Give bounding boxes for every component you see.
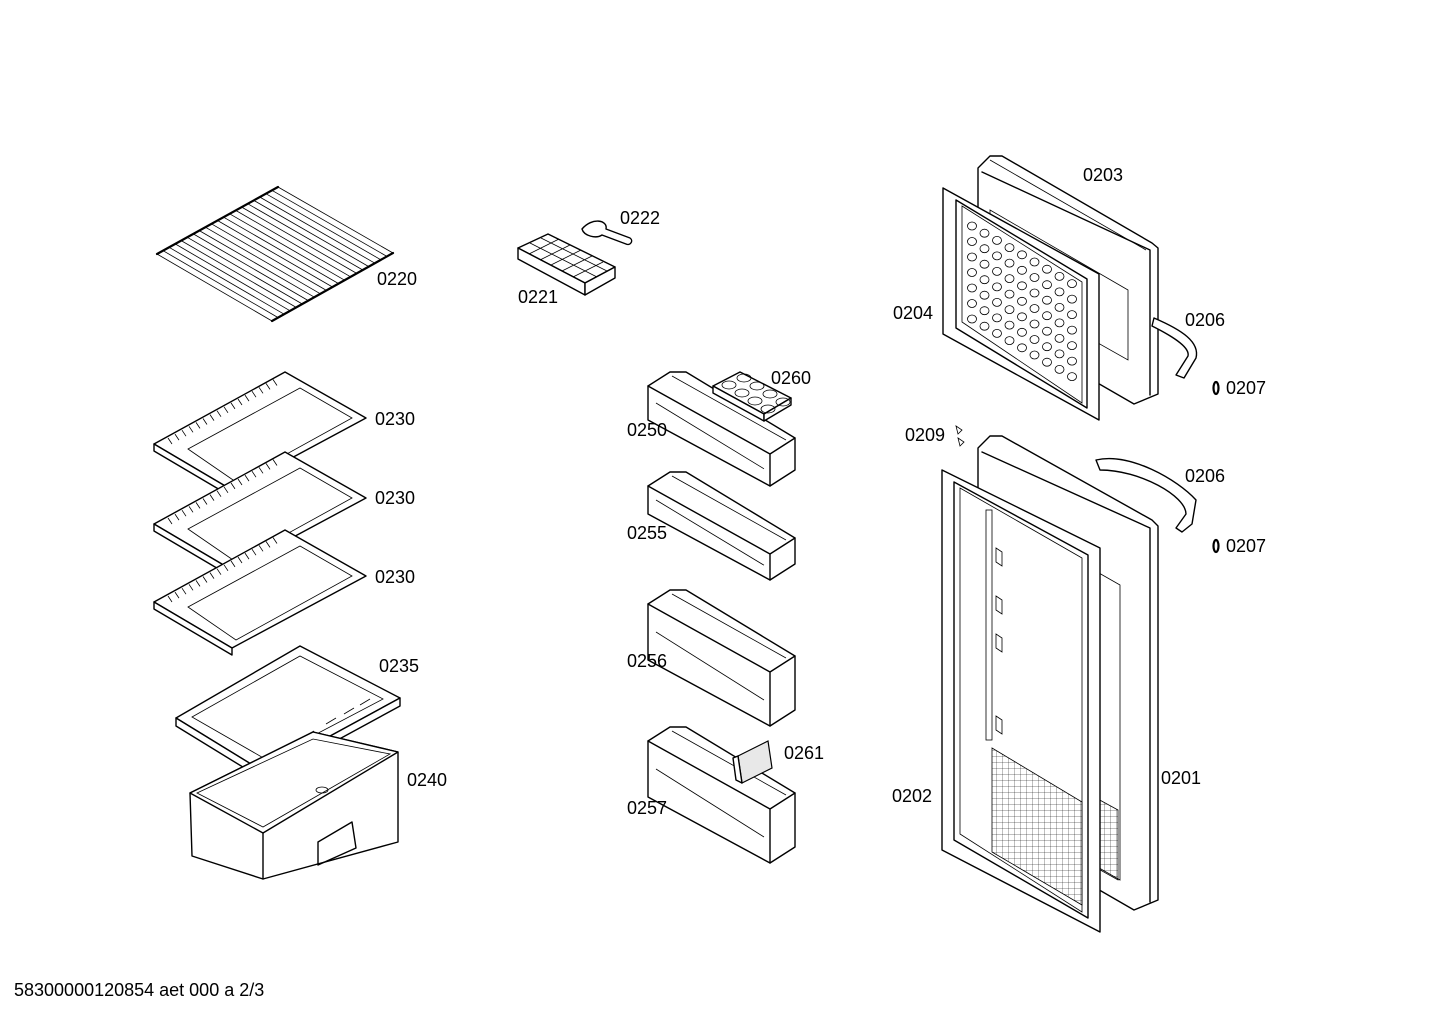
glass-shelves-0230 xyxy=(153,371,367,656)
part-label-0207-top: 0207 xyxy=(1226,378,1266,398)
hinge-cover-0206-bottom xyxy=(1095,457,1197,533)
part-label-0222: 0222 xyxy=(620,208,660,228)
part-label-0209: 0209 xyxy=(905,425,945,445)
part-label-0260: 0260 xyxy=(771,368,811,388)
part-label-0255: 0255 xyxy=(627,523,667,543)
part-label-0204: 0204 xyxy=(893,303,933,323)
document-id: 58300000120854 aet 000 a 2/3 xyxy=(14,980,265,1000)
egg-tray-0260 xyxy=(712,371,792,422)
wire-shelf-0220 xyxy=(155,185,395,323)
part-label-0256: 0256 xyxy=(627,651,667,671)
part-label-0202: 0202 xyxy=(892,786,932,806)
crisper-drawer-0240 xyxy=(189,731,399,880)
part-label-0230-bottom: 0230 xyxy=(375,567,415,587)
ice-cube-tray-0221 xyxy=(517,233,616,296)
bottle-retainer-0261 xyxy=(732,740,773,784)
part-label-0261: 0261 xyxy=(784,743,824,763)
part-label-0207-bottom: 0207 xyxy=(1226,536,1266,556)
part-label-0240: 0240 xyxy=(407,770,447,790)
part-label-0230-middle: 0230 xyxy=(375,488,415,508)
part-label-0220: 0220 xyxy=(377,269,417,289)
part-label-0257: 0257 xyxy=(627,798,667,818)
screw-0207-bottom xyxy=(1212,538,1220,554)
part-label-0201: 0201 xyxy=(1161,768,1201,788)
part-label-0250: 0250 xyxy=(627,420,667,440)
part-label-0221: 0221 xyxy=(518,287,558,307)
part-label-0206-bottom: 0206 xyxy=(1185,466,1225,486)
hinge-cover-0206-top xyxy=(1151,317,1198,379)
part-label-0235: 0235 xyxy=(379,656,419,676)
door-bins xyxy=(647,371,796,864)
part-label-0206-top: 0206 xyxy=(1185,310,1225,330)
part-label-0203: 0203 xyxy=(1083,165,1123,185)
part-label-0230-top: 0230 xyxy=(375,409,415,429)
ice-scoop-0222 xyxy=(581,220,633,246)
freezer-gasket-0204 xyxy=(942,187,1100,421)
clips-0209 xyxy=(955,425,965,447)
fridge-gasket-0202 xyxy=(941,469,1101,933)
screw-0207-top xyxy=(1212,380,1220,396)
